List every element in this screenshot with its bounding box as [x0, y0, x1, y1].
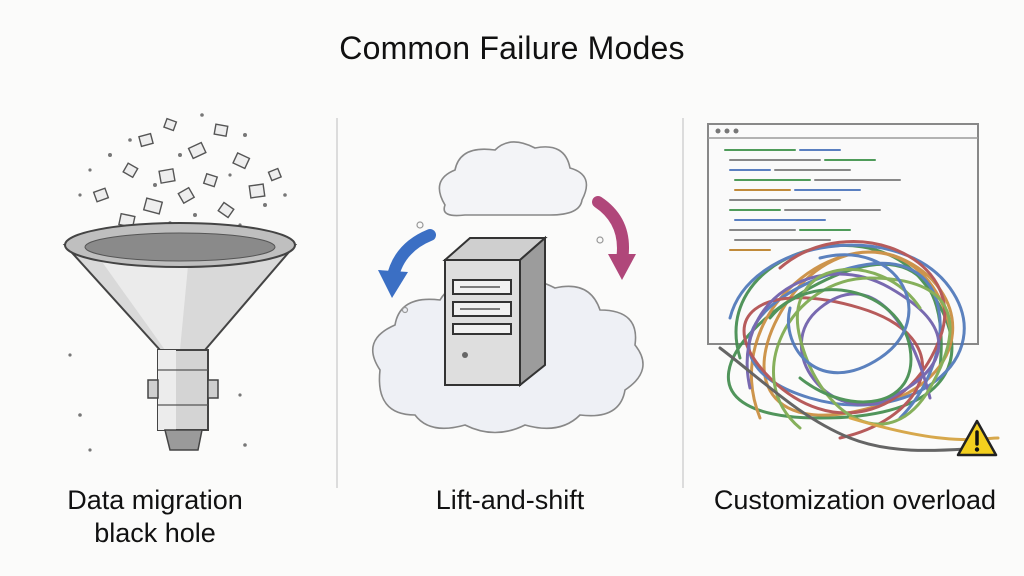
lift-and-shift-illustration [371, 141, 644, 434]
funnel-illustration [62, 113, 298, 452]
customization-overload-illustration [707, 123, 1000, 452]
caption-data-migration: Data migration black hole [67, 485, 243, 548]
warning-icon [956, 419, 998, 457]
caption-customization-overload: Customization overload [713, 485, 997, 515]
page-title: Common Failure Modes [339, 30, 685, 66]
divider-left [336, 118, 338, 488]
divider-right [682, 118, 684, 488]
caption-lift-and-shift: Lift-and-shift [435, 485, 585, 515]
